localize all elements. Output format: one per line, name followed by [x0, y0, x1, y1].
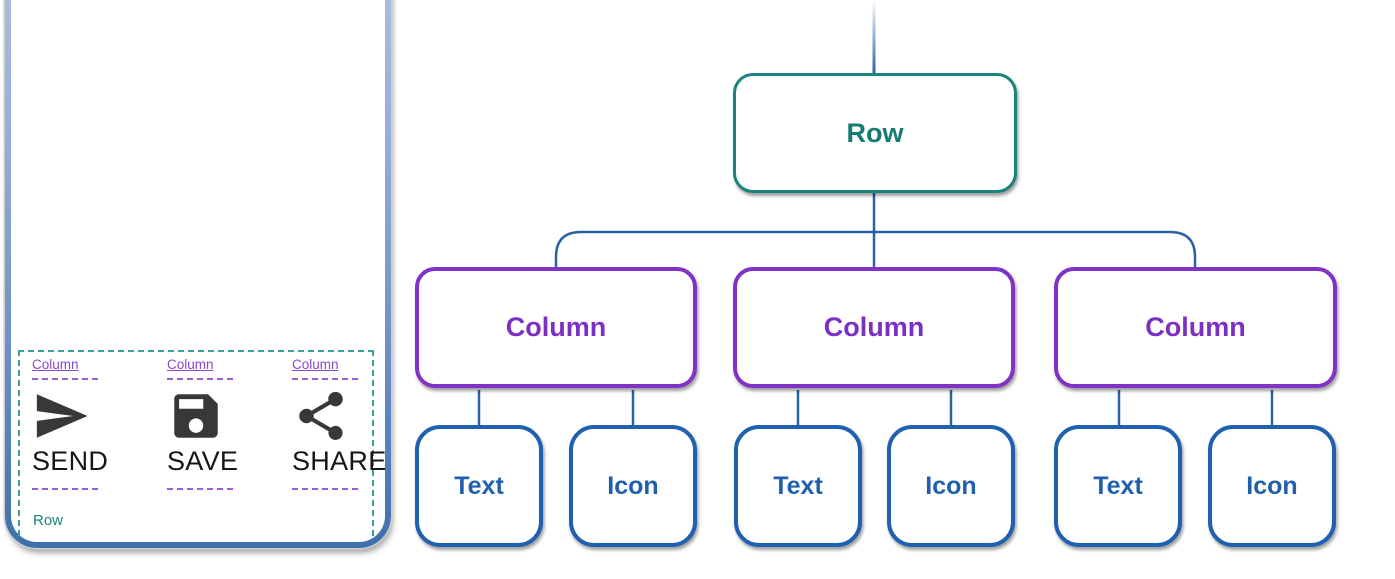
tree-node-column-3: Column — [1054, 267, 1337, 388]
share-button-label[interactable]: SHARE — [292, 446, 387, 477]
send-icon[interactable] — [32, 387, 90, 445]
column-outline-label: Column — [32, 357, 79, 372]
column-outline-label: Column — [167, 357, 214, 372]
phone-frame — [5, 0, 391, 548]
tree-node-icon-2: Icon — [887, 425, 1015, 547]
tree-node-text-2: Text — [734, 425, 862, 547]
tree-node-text-1: Text — [415, 425, 543, 547]
phone-screen — [11, 0, 385, 542]
dashed-divider — [292, 488, 358, 491]
phone-column-save: Column SAVE — [167, 357, 239, 491]
column-outline-label: Column — [292, 357, 339, 372]
dashed-divider — [32, 378, 98, 381]
share-icon[interactable] — [292, 387, 350, 445]
tree-node-icon-1: Icon — [569, 425, 697, 547]
dashed-divider — [292, 378, 358, 381]
dashed-divider — [32, 488, 98, 491]
save-button-label[interactable]: SAVE — [167, 446, 239, 477]
tree-node-row: Row — [733, 73, 1017, 193]
tree-node-column-2: Column — [733, 267, 1015, 388]
row-widget-outline — [18, 350, 374, 536]
dashed-divider — [167, 378, 233, 381]
phone-column-share: Column SHARE — [292, 357, 386, 491]
send-button-label[interactable]: SEND — [32, 446, 109, 477]
tree-node-icon-3: Icon — [1208, 425, 1336, 547]
row-outline-label: Row — [33, 512, 64, 529]
tree-node-column-1: Column — [415, 267, 697, 388]
phone-column-send: Column SEND — [32, 357, 108, 491]
save-icon[interactable] — [167, 387, 225, 445]
tree-node-text-3: Text — [1054, 425, 1182, 547]
dashed-divider — [167, 488, 233, 491]
